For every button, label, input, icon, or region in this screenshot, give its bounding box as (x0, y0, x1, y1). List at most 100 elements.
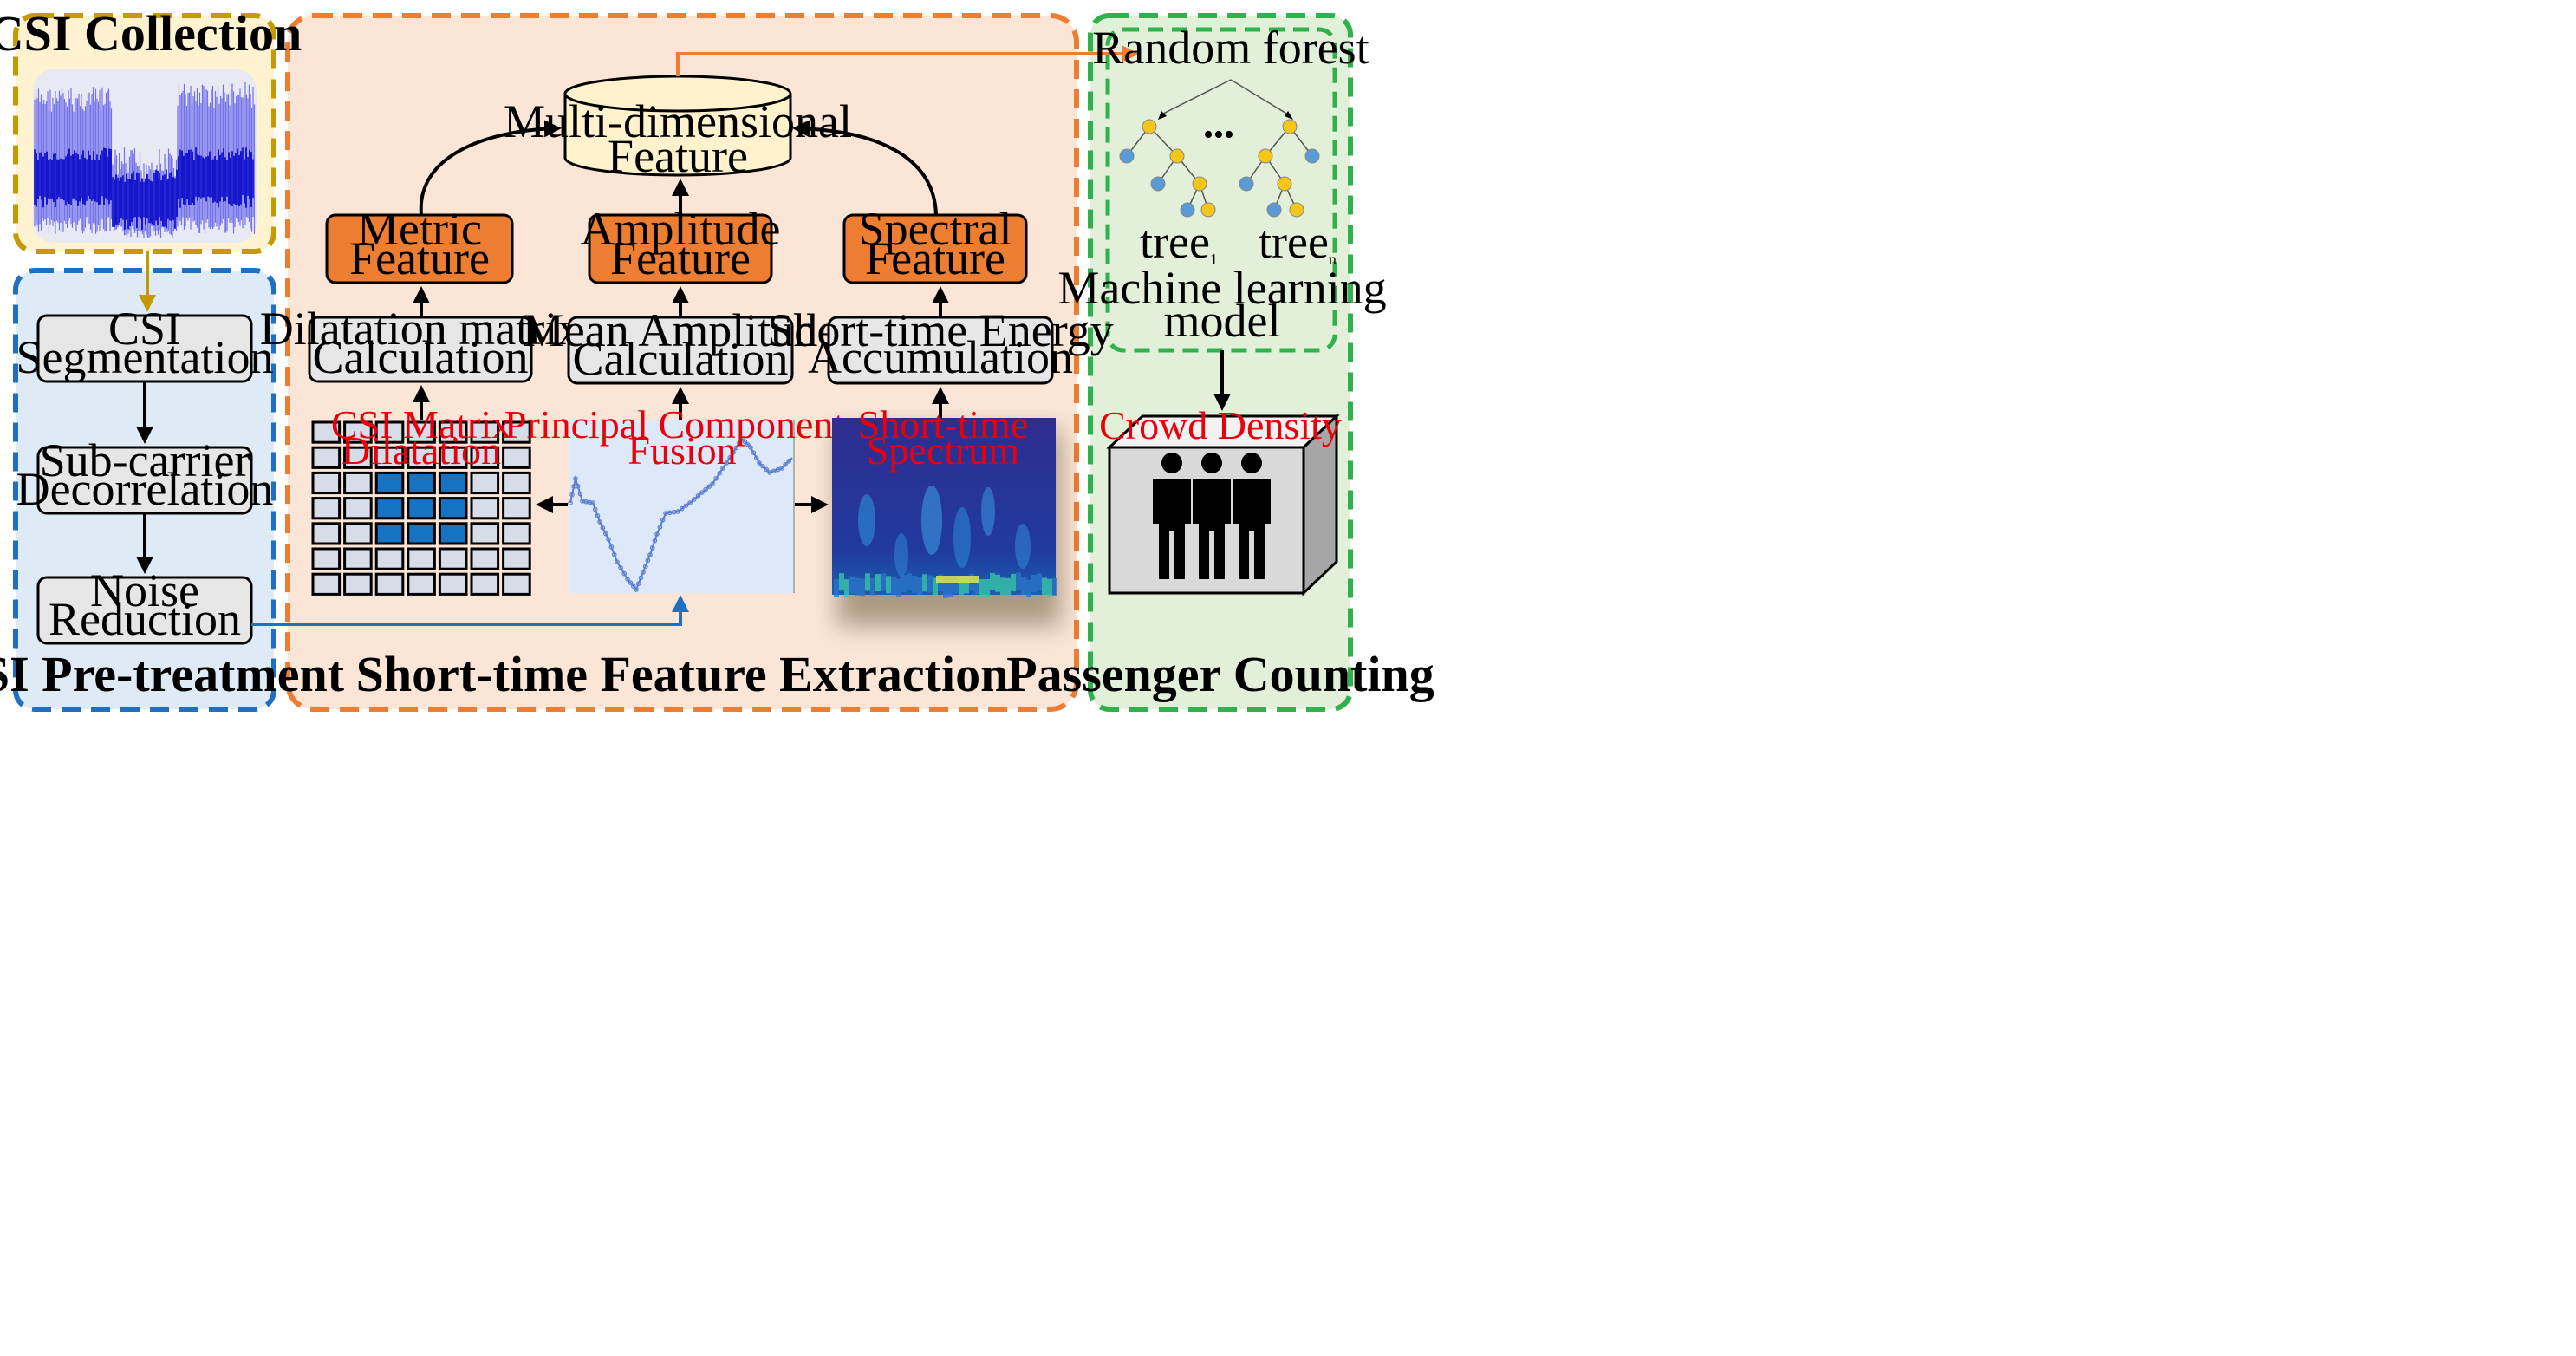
matrix-cell (407, 420, 436, 444)
matrix-cell (470, 471, 500, 495)
arrow-spectral-to-store (792, 120, 938, 216)
treen-label: treen (1259, 216, 1337, 268)
random-forest-trees (1119, 79, 1320, 218)
matrix-cell (502, 522, 531, 545)
matrix-cell (374, 572, 405, 596)
tree-node (1192, 176, 1207, 192)
tree-node (1282, 119, 1298, 134)
matrix-cell (311, 420, 342, 444)
matrix-cell (407, 572, 436, 596)
matrix-cell (502, 547, 531, 570)
matrix-cell (343, 471, 373, 495)
matrix-cell (343, 547, 373, 570)
store-line2: Feature (608, 130, 748, 182)
matrix-cell (374, 522, 405, 545)
person-icon (1233, 453, 1271, 579)
tree-node (1119, 148, 1135, 164)
metric-feature-box: Metric Feature (325, 203, 514, 284)
extraction-title: Short-time Feature Extraction (356, 646, 1009, 702)
matrix-cell (311, 572, 342, 596)
pca-label-line2: Fusion (628, 428, 736, 473)
pretreatment-step-noise-reduction: Noise Reduction (36, 564, 253, 645)
spectral-feature-box: Spectral Feature (842, 203, 1028, 284)
tree-node (1258, 148, 1273, 164)
segmentation-line2: Segmentation (16, 331, 274, 383)
matrix-cell (438, 547, 468, 570)
matrix-cell (470, 522, 500, 545)
matrix-cell (311, 471, 342, 495)
matrix-cell (311, 497, 342, 520)
tree-node (1169, 148, 1185, 164)
matrix-cell (311, 446, 342, 469)
matrix-cell (407, 497, 436, 520)
matrix-cell (502, 497, 531, 520)
people-icons (1153, 453, 1271, 579)
pca-curve (569, 437, 793, 591)
tree-node (1289, 202, 1304, 218)
tree1-label: tree1 (1140, 216, 1218, 268)
pca-label-line1: Principal Components (504, 402, 860, 447)
energy-line2: Accumulation (808, 331, 1073, 383)
energy-accumulation-box: Short-time Energy Accumulation (767, 304, 1114, 385)
arrow-noise-to-pca (251, 595, 689, 626)
dilatation-line2: Calculation (313, 331, 529, 383)
multi-dimensional-feature-store: Multi-dimensional Feature (504, 75, 852, 182)
matrix-cell (407, 446, 436, 469)
matrix-cell (470, 572, 500, 596)
matrix-cell (343, 446, 373, 469)
matrix-cell (470, 420, 500, 444)
matrix-cell (438, 420, 468, 444)
pca-fusion-plot: Principal Components Fusion (504, 402, 860, 593)
ml-model-line1: Machine learning (1057, 262, 1386, 314)
matrix-cell (374, 471, 405, 495)
matrix-cell (438, 497, 468, 520)
tree-node (1180, 202, 1195, 218)
matrix-cell (502, 572, 531, 596)
matrix-cell (374, 446, 405, 469)
tree-node (1239, 176, 1254, 192)
matrix-cell (343, 522, 373, 545)
tree-node (1304, 148, 1320, 164)
matrix-cell (502, 446, 531, 469)
matrix-cell (438, 446, 468, 469)
trees-ellipsis: ••• (1203, 119, 1234, 151)
csi-signal-waveform (34, 82, 256, 238)
arrow-store-to-random-forest (676, 45, 1139, 76)
matrix-cell (343, 420, 373, 444)
matrix-cell (407, 522, 436, 545)
matrix-cell (374, 420, 405, 444)
pretreatment-title: CSI Pre-treatment (0, 646, 345, 702)
matrix-cell (438, 522, 468, 545)
tree-node (1277, 176, 1292, 192)
decorrelation-line2: Decorrelation (16, 463, 274, 515)
matrix-cell (311, 522, 342, 545)
matrix-cell (470, 547, 500, 570)
crowd-density-label: Crowd Density (1099, 403, 1342, 447)
spectrum-label-line2: Spectrum (867, 428, 1020, 473)
spectrum-label-line1: Short-time (858, 402, 1029, 447)
matrix-cell (343, 497, 373, 520)
counting-title: Passenger Counting (1006, 646, 1434, 702)
tree-node (1150, 176, 1166, 192)
matrix-cell (502, 471, 531, 495)
matrix-cell (407, 471, 436, 495)
noise-line2: Reduction (49, 593, 241, 645)
matrix-cell (470, 497, 500, 520)
tree-node (1266, 202, 1282, 218)
matrix-label: CSI Matrix Dilatation (331, 402, 511, 473)
amplitude-line2: Feature (610, 232, 751, 284)
short-time-spectrum-image: Short-time Spectrum (832, 402, 1061, 626)
pca-curve-points (568, 436, 791, 592)
crowd-density-box: Crowd Density (1099, 403, 1342, 597)
spectral-line2: Feature (865, 232, 1005, 284)
amplitude-feature-box: Amplitude Feature (581, 203, 781, 284)
mean-amplitude-line2: Calculation (573, 333, 789, 385)
matrix-cell (374, 497, 405, 520)
csi-signal-image (33, 69, 257, 243)
csi-matrix-grid (311, 420, 531, 596)
pretreatment-step-decorrelation: Sub-carrier Decorrelation (16, 434, 274, 515)
tree-node (1142, 119, 1157, 134)
matrix-label-line2: Dilatation (342, 428, 501, 473)
